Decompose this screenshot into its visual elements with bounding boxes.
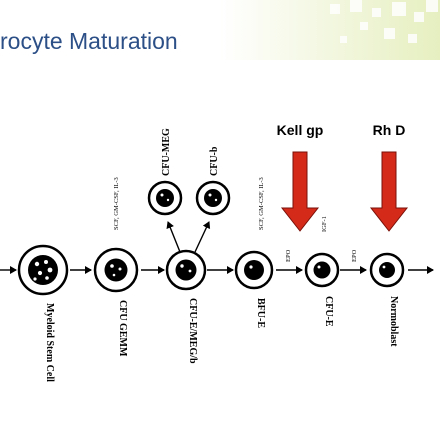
cfu-gemm-cell (93, 247, 139, 293)
page-title: rocyte Maturation (0, 28, 178, 54)
myeloid-stem-cell-label: Myeloid Stem Cell (44, 303, 55, 382)
rh-d-label: Rh D (373, 122, 406, 138)
cfu-e-meg-b-label: CFU-E/MEG/b (187, 298, 198, 364)
rhd-arrow (369, 151, 409, 232)
bfu-e-cell (234, 250, 274, 290)
branch-arrow-meg (166, 221, 181, 253)
cfu-meg-cell (147, 180, 183, 216)
factor-epo-2: EPO (351, 249, 358, 262)
header-banner (0, 0, 440, 60)
factor-igf-1: IGF-1 (321, 216, 328, 232)
cfu-meg-label: CFU-MEG (161, 128, 172, 176)
normoblast-label: Normoblast (388, 296, 399, 347)
factor-epo-1: EPO (285, 249, 292, 262)
cfu-gemm-label: CFU GEMM (117, 300, 128, 357)
normoblast-cell (369, 252, 405, 288)
cfu-b-label: CFU-b (209, 146, 220, 176)
cfu-e-label: CFU-E (323, 296, 334, 327)
branch-arrow-b (194, 221, 211, 253)
cfu-e-cell (304, 252, 340, 288)
factor-scf-1: SCF, GM-CSF, IL-3 (113, 177, 120, 230)
cfu-e-meg-b-cell (165, 249, 207, 291)
myeloid-stem-cell (17, 244, 69, 296)
bfu-e-label: BFU-E (255, 298, 266, 328)
cfu-b-cell (195, 180, 231, 216)
kell-gp-label: Kell gp (277, 122, 324, 138)
factor-scf-2: SCF, GM-CSF, IL-3 (258, 177, 265, 230)
kell-arrow (280, 151, 320, 232)
